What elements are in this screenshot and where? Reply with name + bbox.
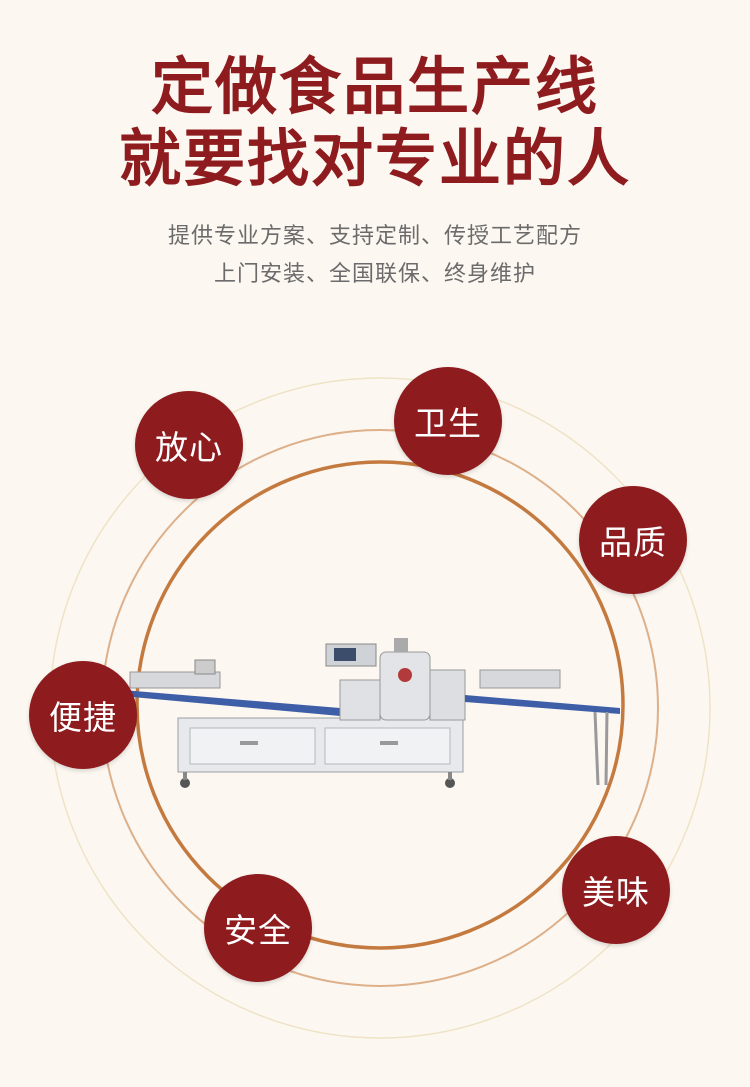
subtitle-line1: 提供专业方案、支持定制、传授工艺配方: [167, 224, 582, 249]
badge-hygiene: 卫生: [394, 367, 502, 475]
production-line-machine-image: [122, 638, 620, 788]
badge-reassurance: 放心: [135, 391, 243, 499]
headline-line2: 就要找对专业的人: [118, 122, 631, 195]
badge-convenience: 便捷: [29, 661, 137, 769]
inner-ring: [135, 460, 625, 950]
badge-quality: 品质: [579, 486, 687, 594]
badge-taste: 美味: [562, 836, 670, 944]
headline-line1: 定做食品生产线: [150, 50, 599, 123]
subtitle-line2: 上门安装、全国联保、终身维护: [213, 262, 536, 287]
badge-safety: 安全: [204, 874, 312, 982]
